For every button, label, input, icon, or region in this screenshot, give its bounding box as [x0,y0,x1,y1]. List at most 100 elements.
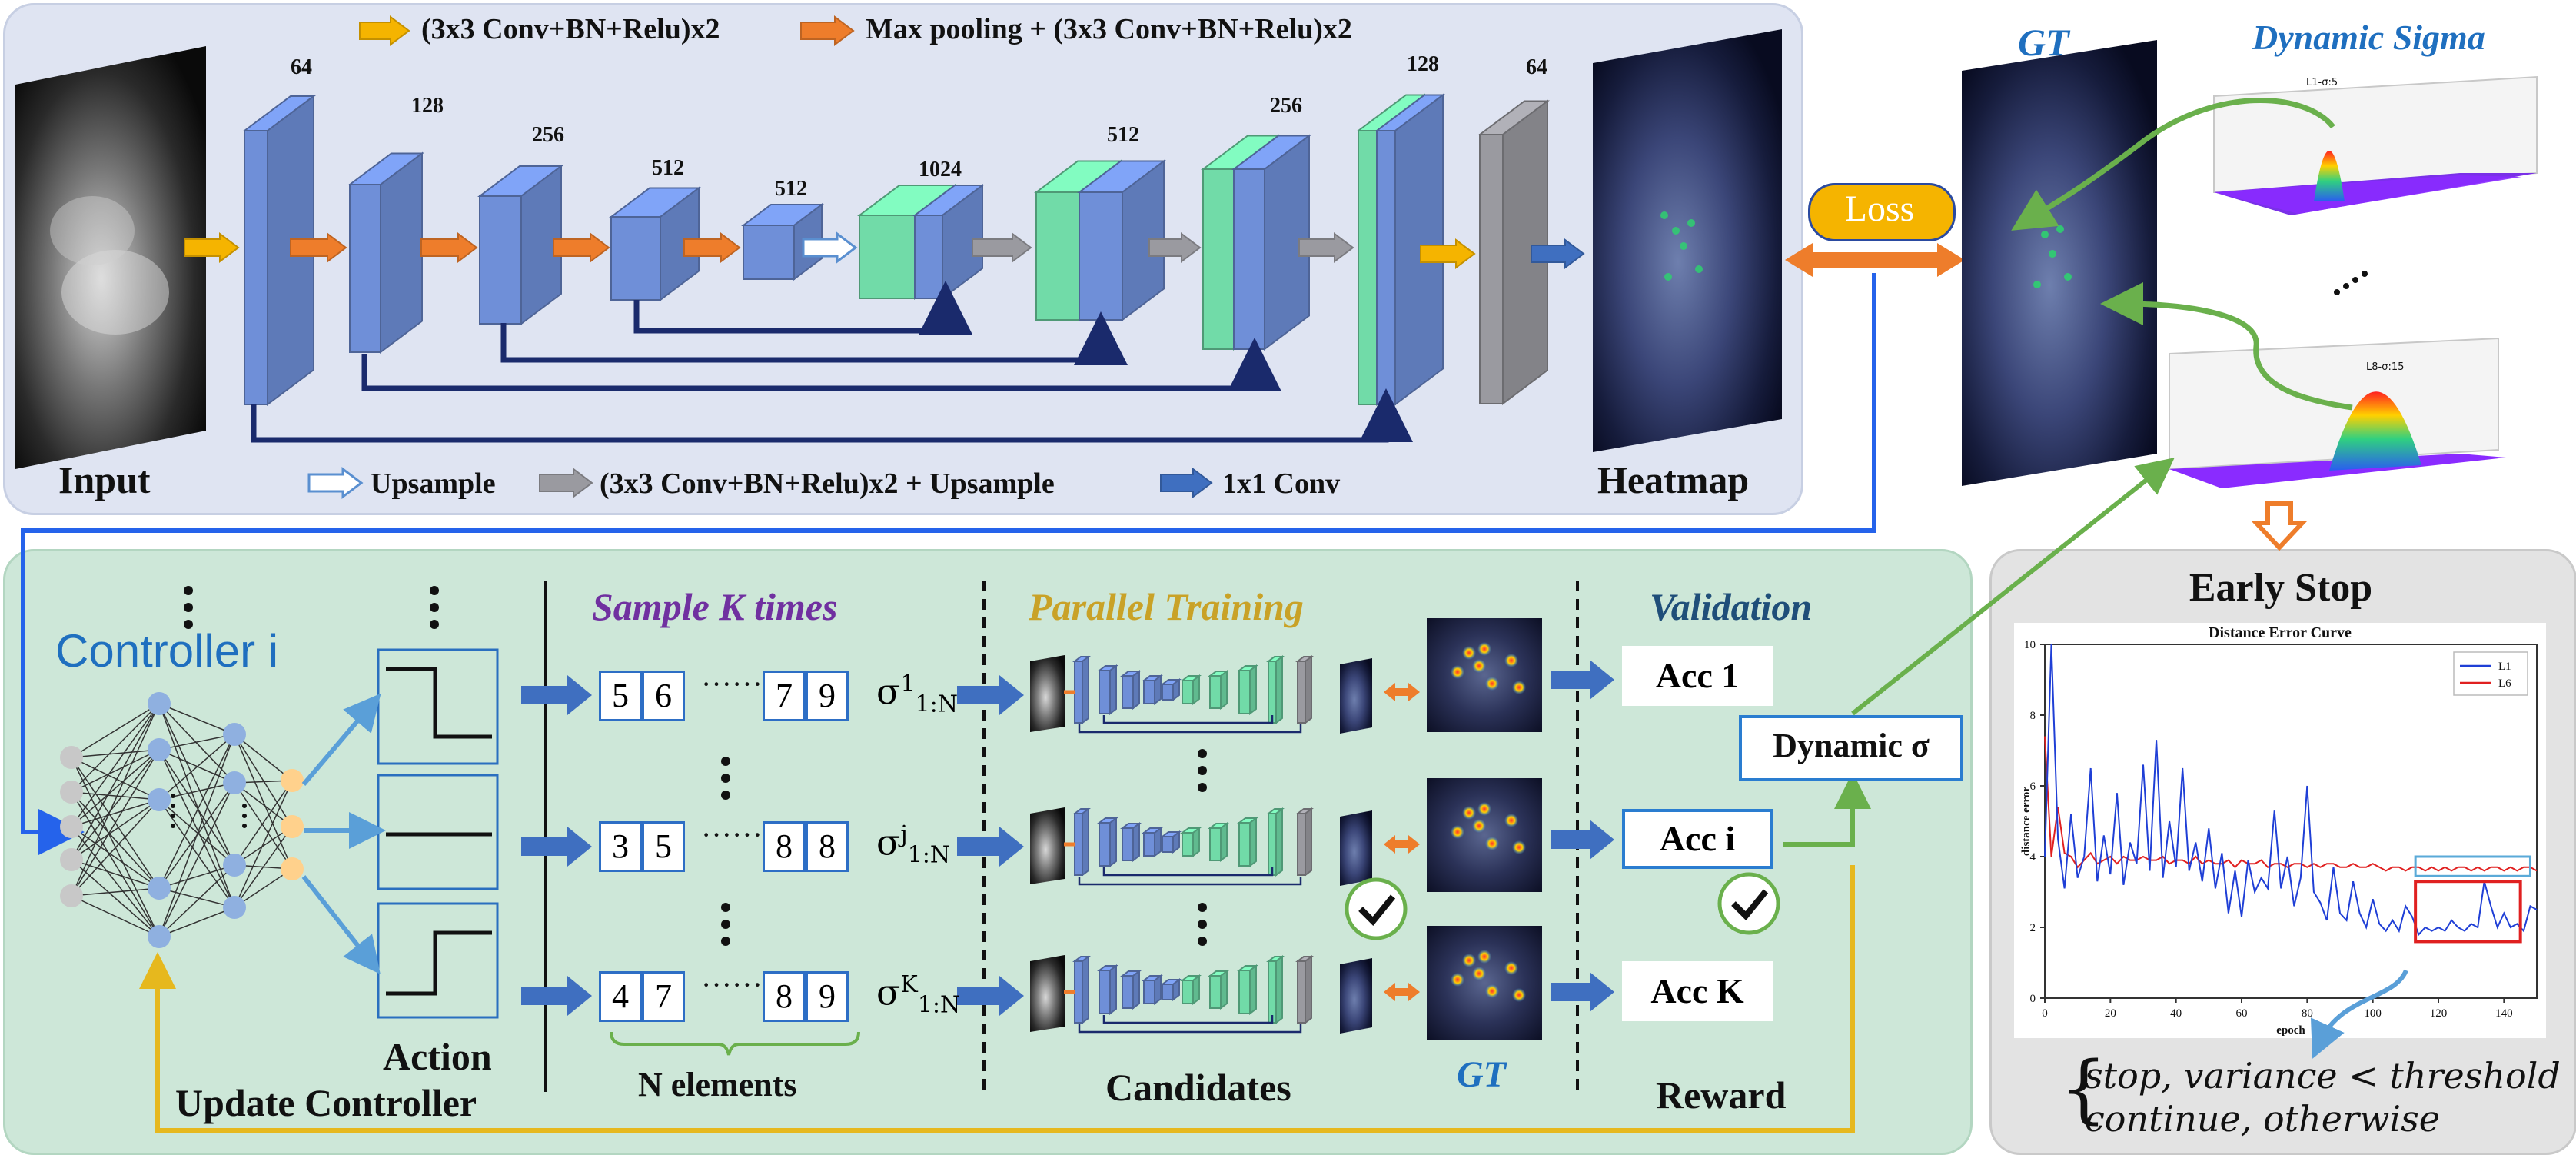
loss-arrow [1785,243,1965,277]
candidate-block [1120,970,1142,1010]
gt-hotspot [1451,825,1464,839]
acc-i-box: Acc i [1622,809,1773,869]
highlight-box-l6 [2414,855,2531,877]
candidate-block [1120,670,1142,710]
nn-node [60,781,83,804]
gt-hotspot [1485,837,1499,850]
gt-image [1962,40,2157,486]
nn-node [223,896,246,919]
nn-node [223,723,246,746]
sigma-label: σK1:N [876,971,961,1019]
sample-cell: 8 [806,821,849,872]
legend-upsample-label: Upsample [371,468,496,500]
nn-to-action-arrows [301,693,386,974]
training-gt-label: GT [1457,1054,1506,1095]
arrow-1x1-conv [1531,238,1585,269]
legend-label-L1: L1 [2498,661,2511,673]
sample-cell: 4 [599,971,642,1022]
gt-hotspot [1462,646,1476,660]
candidate-input-image [1030,807,1065,884]
channel-label-7: 512 [1107,123,1139,147]
arrow-input-conv [184,232,240,263]
channel-label-10: 64 [1526,55,1547,79]
gt-hotspot [1451,665,1464,679]
controller-network [60,692,304,948]
y-tick-label: 2 [2030,922,2036,934]
candidate-block [1295,655,1314,724]
y-tick-label: 8 [2030,710,2036,722]
nn-node [148,788,171,811]
arrow-upsample [802,231,858,264]
candidate-networks [1030,655,1420,1034]
gt-thumbnail [1427,618,1542,732]
channel-label-1: 64 [291,55,312,79]
candidate-block [1160,678,1182,701]
update-controller-loop [139,865,1855,1133]
surface-label-small: L1-σ:5 [2306,77,2338,88]
chart-legend-box [2453,651,2528,696]
arrow-maxpool-3 [553,232,610,263]
gt-hotspot [1504,961,1518,975]
gt-hotspot [1472,819,1486,833]
candidate-block [1072,807,1091,877]
unet-blocks [184,15,1585,499]
gt-hotspot [1512,840,1526,854]
y-tick-label: 4 [2030,851,2036,864]
skip-connection-256 [500,311,1128,365]
candidate-block [1160,978,1182,1001]
candidate-block [1208,822,1229,862]
candidate-block [1142,974,1163,1005]
y-axis-label: distance error [2020,787,2033,856]
channel-label-6: 1024 [919,158,962,181]
candidate-block [1097,664,1118,715]
sample-dots: ······· [701,817,773,852]
legend-conv-label: (3x3 Conv+BN+Relu)x2 [421,13,720,45]
candidate-loss-arrow [1384,683,1420,701]
arrow-maxpool-1 [290,232,347,263]
candidate-block [1097,964,1118,1015]
highlight-box-l1 [2414,880,2522,944]
candidate-loss-arrow [1384,835,1420,854]
candidate-block [1180,674,1202,705]
candidate-block [1072,655,1091,724]
series-line-L6 [2044,736,2538,872]
acc-k-box: Acc K [1622,961,1773,1021]
sigma-small-to-gt-connector [2011,98,2335,231]
x-tick-label: 140 [2495,1007,2513,1020]
y-tick-label: 0 [2030,993,2036,1005]
series-line-L1 [2044,644,2538,937]
candidate-input-image [1030,955,1065,1032]
nn-node [223,771,246,794]
sample-cell: 7 [642,971,685,1022]
candidate-block [1208,670,1229,710]
skip-connections [251,281,1413,443]
legend-arrow-maxpool [800,15,855,46]
sigma-sup: j [900,821,908,848]
nn-node [60,848,83,871]
sample-cell: 5 [599,671,642,721]
parallel-training-title: Parallel Training [1029,585,1304,628]
x-tick-label: 40 [2170,1007,2182,1020]
candidate-block [1237,964,1258,1015]
y-tick-label: 6 [2030,781,2036,793]
x-axis-label: epoch [2276,1024,2305,1037]
arrow-conv-up-1 [972,232,1032,263]
sigma-sub: 1:N [915,691,958,718]
channel-label-5: 512 [775,177,807,201]
candidate-block [1237,817,1258,867]
nn-ellipsis-dot [242,814,247,818]
legend-arrow-upsample [307,467,364,499]
gt-hotspot [1477,950,1491,964]
check-icon-reward [1717,872,1780,935]
candidate-block [1266,807,1285,877]
legend-arrow-conv [359,15,410,46]
gt-hotspot [1512,988,1526,1002]
sample-dots: ······· [701,967,773,1002]
candidate-heatmap [1340,658,1372,734]
nn-node [148,925,171,948]
candidate-block [1180,974,1202,1005]
gt-hotspot [1504,814,1518,827]
nn-ellipsis-dot [242,824,247,828]
sample-cell: 5 [642,821,685,872]
nn-node [148,738,171,761]
